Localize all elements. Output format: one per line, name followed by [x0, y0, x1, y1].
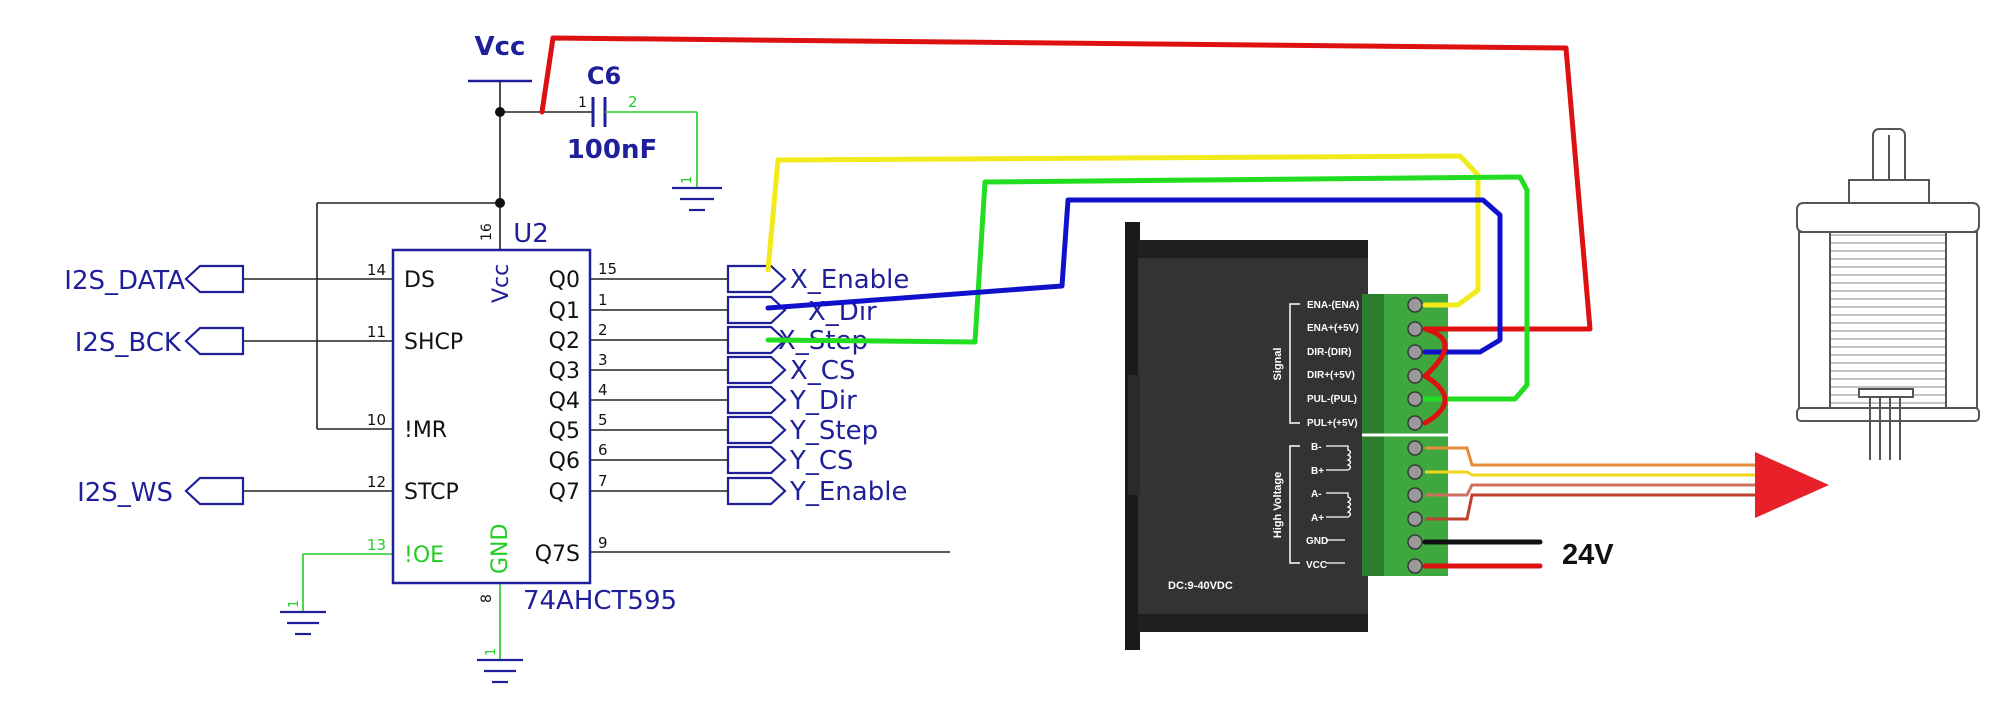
ground-pin-label: 1	[680, 176, 695, 184]
terminal-label: B-	[1311, 442, 1322, 453]
pin-number: 3	[598, 351, 608, 369]
pin-number: 5	[598, 411, 608, 429]
pin-number: 10	[367, 411, 386, 429]
output-port-y-dir: Y_Dir	[789, 386, 857, 416]
pin-number: 13	[367, 536, 386, 554]
capacitor-c6: C6 100nF 1 2	[567, 62, 698, 188]
input-port-i2s-bck: I2S_BCK	[75, 328, 182, 358]
chip-left-pins: 14 DS 11 SHCP 10 !MR 12 STCP 13 !OE	[367, 261, 463, 568]
chip-u2: U2 74AHCT595 Vcc 16 GND 8	[391, 219, 677, 616]
chip-gnd-pin: 8	[479, 594, 495, 603]
signal-group-label: Signal	[1272, 347, 1284, 380]
pin-name: Q2	[549, 329, 580, 354]
input-port-i2s-data: I2S_DATA	[64, 266, 185, 296]
stepper-motor-icon	[1796, 128, 1980, 460]
chip-vcc-pin: 16	[479, 223, 495, 241]
pin-name: Q0	[549, 268, 580, 293]
pin-number: 6	[598, 441, 608, 459]
driver-voltage-label: DC:9-40VDC	[1168, 580, 1233, 592]
terminal-label: A+	[1311, 513, 1324, 524]
hv-group-label: High Voltage	[1272, 472, 1284, 538]
ground-symbol: 1	[280, 553, 393, 636]
chip-ref: U2	[513, 219, 549, 249]
ground-symbol: 1	[672, 176, 722, 212]
terminal-label: ENA+(+5V)	[1307, 323, 1359, 334]
terminal-label: ENA-(ENA)	[1307, 300, 1359, 311]
colored-wires	[539, 35, 1593, 569]
supply-voltage-label: 24V	[1562, 539, 1614, 571]
pin-name: !OE	[404, 543, 444, 568]
chip-right-pins: Q0 15 Q1 1 Q2 2 Q3 3 Q4 4 Q5 5 Q6 6 Q7 7…	[535, 260, 617, 567]
pin-name: !MR	[404, 418, 447, 443]
junction-dot	[495, 107, 505, 117]
output-port-y-cs: Y_CS	[789, 446, 854, 476]
arrow-to-motor	[1755, 452, 1829, 518]
pin-name: Q3	[549, 359, 580, 384]
pin-name: Q6	[549, 449, 580, 474]
ground-pin-label: 1	[287, 600, 302, 608]
pin-number: 4	[598, 381, 608, 399]
input-port-arrows	[184, 264, 245, 506]
pin-number: 14	[367, 261, 386, 279]
pin-name: Q1	[549, 299, 580, 324]
vcc-label: Vcc	[475, 32, 526, 62]
terminal-label: A-	[1311, 489, 1322, 500]
chip-vcc-label: Vcc	[489, 264, 514, 303]
chip-part: 74AHCT595	[523, 586, 677, 616]
capacitor-pin1: 1	[578, 95, 587, 111]
output-port-x-cs: X_CS	[790, 356, 855, 386]
capacitor-ref: C6	[587, 62, 621, 90]
pin-number: 12	[367, 473, 386, 491]
driver-terminal-labels: ENA-(ENA) ENA+(+5V) DIR-(DIR) DIR+(+5V) …	[1306, 300, 1359, 571]
ground-symbol: 1	[477, 583, 523, 684]
output-port-x-enable: X_Enable	[790, 265, 909, 295]
chip-gnd-label: GND	[488, 524, 513, 574]
junction-dot	[495, 198, 505, 208]
pin-name: Q4	[549, 389, 580, 414]
motor-phase-wires	[1425, 446, 1760, 521]
pin-number: 1	[598, 291, 608, 309]
output-port-labels: X_Enable X_Dir X_Step X_CS Y_Dir Y_Step …	[778, 265, 909, 507]
terminal-label: PUL-(PUL)	[1307, 394, 1357, 405]
terminal-label: GND	[1306, 536, 1328, 547]
output-port-arrows	[726, 264, 787, 506]
pin-name: DS	[404, 268, 435, 293]
terminal-label: B+	[1311, 466, 1324, 477]
capacitor-pin2: 2	[628, 93, 638, 111]
pin-name: Q7	[549, 480, 580, 505]
vcc-symbol: Vcc	[468, 32, 532, 83]
terminal-label: PUL+(+5V)	[1307, 418, 1358, 429]
pin-name: Q7S	[535, 542, 580, 567]
capacitor-value: 100nF	[567, 135, 658, 165]
terminal-label: DIR-(DIR)	[1307, 347, 1351, 358]
pin-number: 2	[598, 321, 608, 339]
ground-pin-label: 1	[484, 648, 499, 656]
pin-number: 11	[367, 323, 386, 341]
terminal-label: DIR+(+5V)	[1307, 370, 1355, 381]
pin-name: SHCP	[404, 330, 463, 355]
pin-number: 15	[598, 260, 617, 278]
pin-number: 9	[598, 534, 608, 552]
pin-name: Q5	[549, 419, 580, 444]
input-port-i2s-ws: I2S_WS	[77, 478, 173, 508]
pin-number: 7	[598, 472, 608, 490]
terminal-screws	[1407, 297, 1423, 574]
terminal-label: VCC	[1306, 560, 1327, 571]
stepper-driver: Signal High Voltage DC:9-40VDC	[1125, 222, 1448, 650]
pin-name: STCP	[404, 480, 459, 505]
schematic-wires	[243, 81, 950, 553]
output-port-y-enable: Y_Enable	[789, 477, 907, 507]
output-port-y-step: Y_Step	[789, 416, 878, 446]
